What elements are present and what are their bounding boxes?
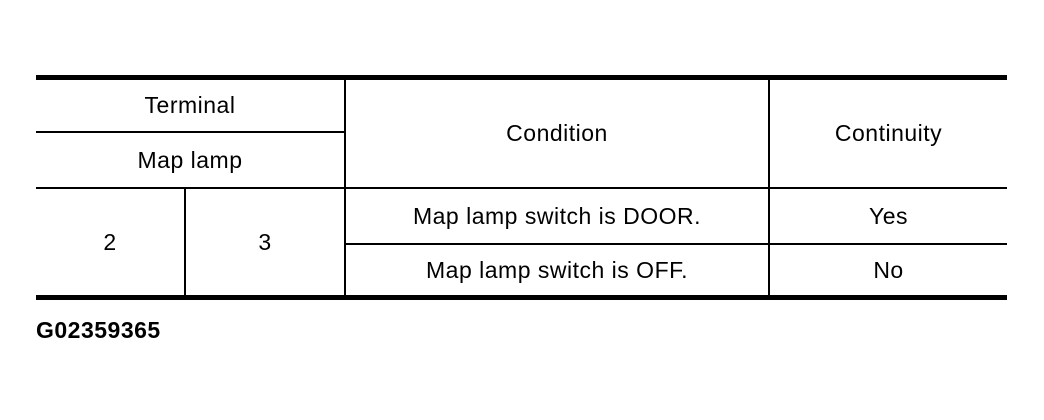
terminal-value-cell-2: 2: [36, 188, 186, 298]
terminal-header-cell: Terminal: [36, 77, 347, 133]
continuity-table-container: Terminal Condition Continuity Map lamp 2…: [36, 75, 1008, 300]
terminal-value-cell-3: 3: [185, 188, 347, 298]
header-row-terminal: Terminal Condition Continuity: [36, 77, 1008, 189]
continuity-cell-yes: Yes: [769, 188, 1008, 245]
continuity-cell-no: No: [873, 256, 904, 283]
condition-header-cell: Condition: [345, 77, 771, 189]
table-row: 2 3 Map lamp switch is DOOR. Yes: [36, 188, 1008, 298]
table-row: Map lamp switch is OFF. No: [36, 244, 1007, 298]
condition-cell-door: Map lamp switch is DOOR.: [345, 188, 771, 245]
continuity-table: Terminal Condition Continuity Map lamp 2…: [36, 75, 1008, 300]
header-row-maplamp: Map lamp: [36, 132, 1007, 189]
condition-cell-off: Map lamp switch is OFF.: [345, 244, 771, 298]
maplamp-header-cell: Map lamp: [36, 132, 347, 189]
continuity-header-cell: Continuity: [769, 77, 1008, 189]
figure-id-caption: G02359365: [36, 317, 161, 343]
